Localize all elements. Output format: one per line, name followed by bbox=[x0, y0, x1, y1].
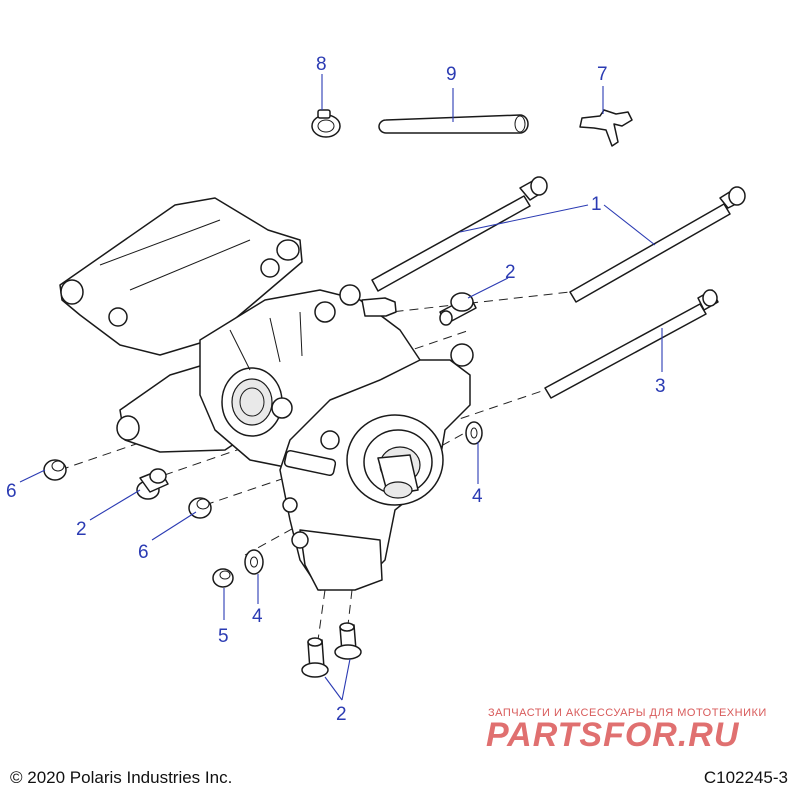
flange-nut-left bbox=[43, 459, 67, 481]
callout-6-left: 6 bbox=[6, 481, 17, 502]
washer-right bbox=[465, 421, 483, 445]
callout-leaders bbox=[19, 74, 663, 701]
hex-nut bbox=[212, 568, 234, 588]
washer-left bbox=[244, 549, 264, 575]
callout-2-right: 2 bbox=[505, 262, 516, 283]
callout-4-left: 4 bbox=[252, 606, 263, 627]
callout-3: 3 bbox=[655, 376, 666, 397]
tee-fitting-part bbox=[579, 109, 633, 147]
callout-4-right: 4 bbox=[472, 486, 483, 507]
callout-2-left: 2 bbox=[76, 519, 87, 540]
callout-1: 1 bbox=[591, 194, 602, 215]
figure-code: C102245-3 bbox=[703, 768, 788, 787]
callout-labels: 8 9 7 1 2 3 4 6 2 6 5 4 2 bbox=[6, 54, 666, 725]
flange-bolt-right bbox=[439, 292, 477, 326]
gearcase-housing bbox=[59, 197, 474, 591]
watermark-tagline: ЗАПЧАСТИ И АКСЕССУАРЫ ДЛЯ МОТОТЕХНИКИ bbox=[488, 707, 767, 719]
callout-5: 5 bbox=[218, 626, 229, 647]
long-bolt-upper bbox=[371, 176, 548, 292]
callout-2-bottom: 2 bbox=[336, 704, 347, 725]
callout-9: 9 bbox=[446, 64, 457, 85]
callout-8: 8 bbox=[316, 54, 327, 75]
watermark-brand-logo: PARTSFOR.RU bbox=[486, 716, 740, 754]
medium-bolt bbox=[544, 289, 719, 399]
hose-clamp-part bbox=[311, 109, 341, 138]
long-bolt-lower bbox=[569, 186, 746, 303]
callout-6-center: 6 bbox=[138, 542, 149, 563]
flange-bolt-bottom-b bbox=[334, 622, 362, 660]
copyright-notice: © 2020 Polaris Industries Inc. bbox=[10, 768, 233, 787]
callout-7: 7 bbox=[597, 64, 608, 85]
vent-hose-part bbox=[378, 114, 529, 134]
flange-bolt-bottom-a bbox=[301, 637, 329, 678]
flange-bolt-left bbox=[136, 468, 169, 500]
